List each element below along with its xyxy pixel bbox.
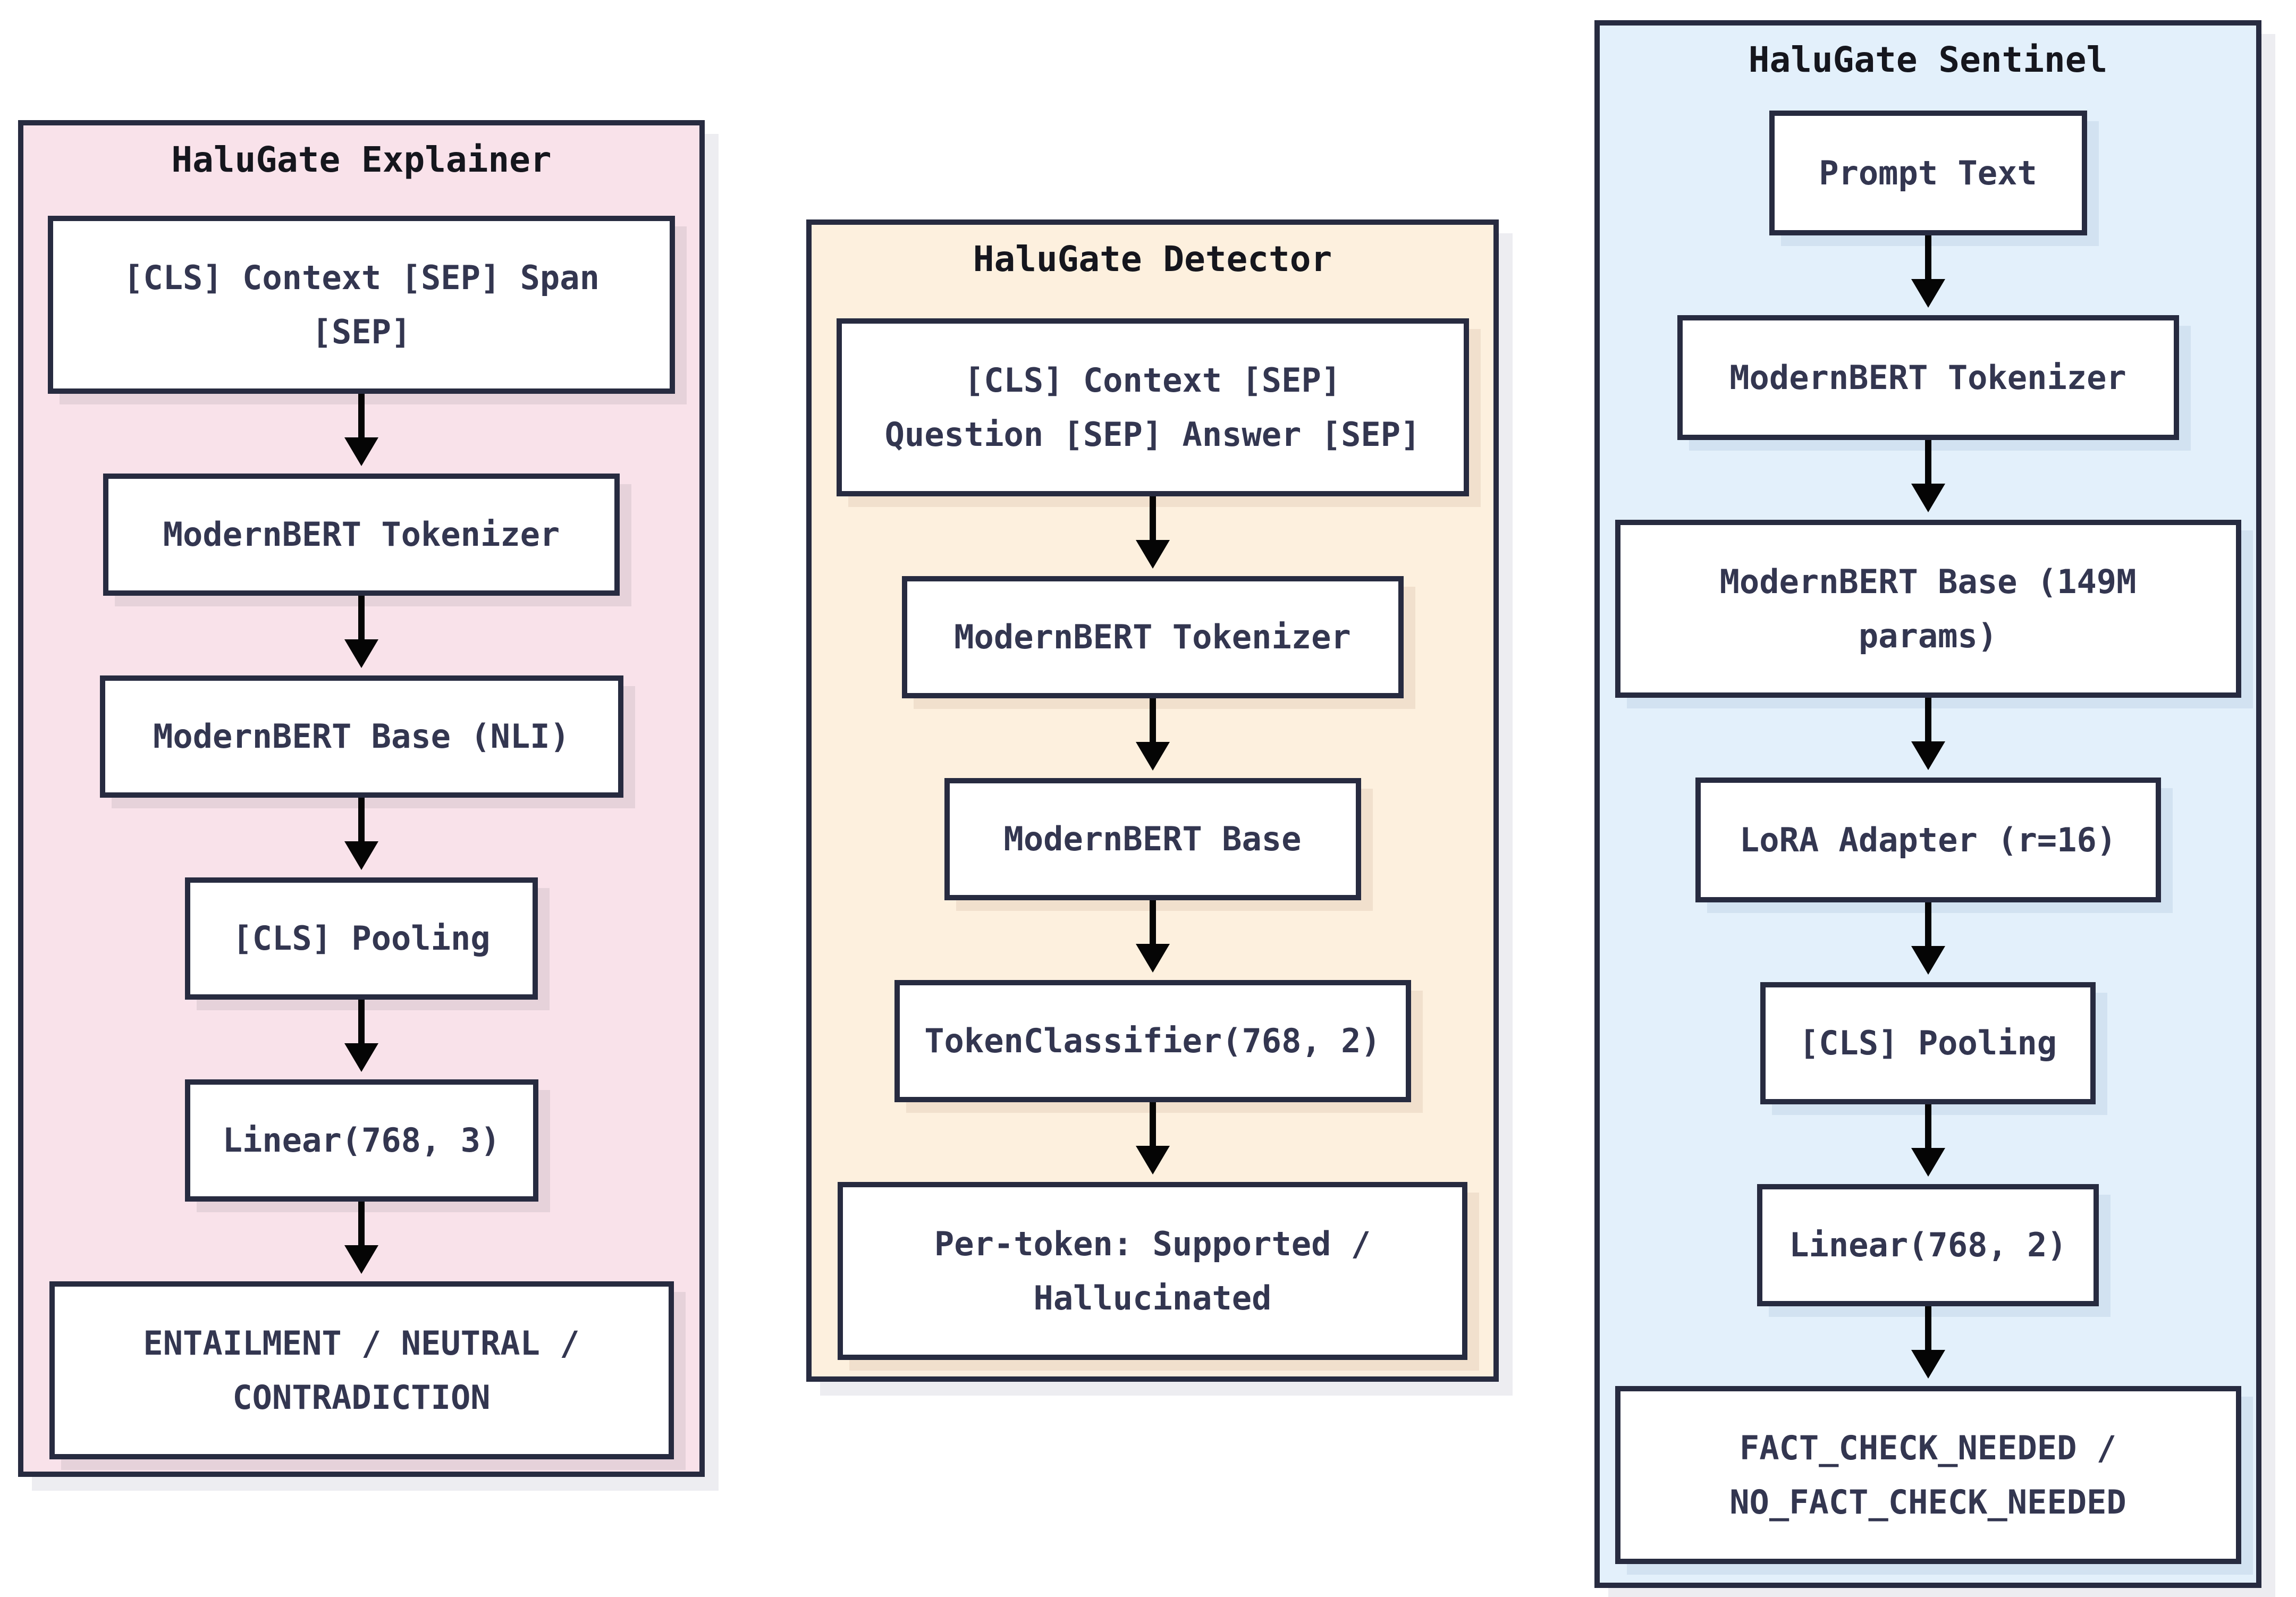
node-explainer-nli-base: ModernBERT Base (NLI) — [99, 675, 623, 798]
arrow-shaft — [1149, 1102, 1156, 1146]
panel-halugate-sentinel: HaluGate Sentinel Prompt Text ModernBERT… — [1594, 20, 2261, 1588]
arrow-shaft — [1149, 900, 1156, 944]
node-sentinel-prompt-text: Prompt Text — [1769, 111, 2087, 235]
arrow-shaft — [1924, 698, 1931, 741]
arrow-down-icon — [1911, 902, 1945, 982]
arrow-down-icon — [344, 1000, 378, 1079]
panel-halugate-detector: HaluGate Detector [CLS] Context [SEP] Qu… — [806, 219, 1499, 1382]
arrow-head — [1911, 741, 1945, 770]
arrow-down-icon — [1135, 496, 1170, 576]
flow-explainer: [CLS] Context [SEP] Span [SEP] ModernBER… — [23, 216, 699, 1459]
node-explainer-output-labels: ENTAILMENT / NEUTRAL / CONTRADICTION — [49, 1281, 674, 1459]
node-sentinel-base: ModernBERT Base (149M params) — [1615, 520, 2241, 698]
node-sentinel-tokenizer: ModernBERT Tokenizer — [1677, 315, 2179, 440]
flow-sentinel: Prompt Text ModernBERT Tokenizer ModernB… — [1600, 111, 2256, 1564]
arrow-shaft — [1924, 235, 1931, 279]
node-explainer-linear: Linear(768, 3) — [184, 1079, 538, 1202]
arrow-head — [344, 437, 378, 466]
node-sentinel-output-labels: FACT_CHECK_NEEDED / NO_FACT_CHECK_NEEDED — [1615, 1386, 2241, 1564]
arrow-shaft — [1924, 1104, 1931, 1148]
node-detector-token-classifier: TokenClassifier(768, 2) — [894, 980, 1411, 1102]
arrow-head — [1911, 946, 1945, 975]
arrow-head — [1911, 1148, 1945, 1177]
arrow-head — [1135, 540, 1170, 569]
arrow-head — [1135, 742, 1170, 771]
arrow-shaft — [1149, 496, 1156, 540]
arrow-down-icon — [1911, 440, 1945, 520]
arrow-head — [1135, 944, 1170, 973]
arrow-head — [1135, 1146, 1170, 1174]
arrow-down-icon — [1911, 698, 1945, 778]
arrow-down-icon — [1135, 1102, 1170, 1182]
panel-halugate-explainer: HaluGate Explainer [CLS] Context [SEP] S… — [18, 120, 705, 1477]
arrow-down-icon — [1135, 900, 1170, 980]
node-detector-base: ModernBERT Base — [944, 778, 1361, 900]
node-detector-input: [CLS] Context [SEP] Question [SEP] Answe… — [836, 318, 1469, 496]
arrow-shaft — [1924, 902, 1931, 946]
panel-title-sentinel: HaluGate Sentinel — [1748, 39, 2108, 80]
node-sentinel-lora-adapter: LoRA Adapter (r=16) — [1695, 778, 2161, 902]
arrow-head — [1911, 1350, 1945, 1379]
arrow-shaft — [358, 1202, 365, 1245]
arrow-shaft — [358, 394, 365, 437]
arrow-shaft — [1924, 440, 1931, 484]
arrow-down-icon — [1911, 1104, 1945, 1184]
flow-detector: [CLS] Context [SEP] Question [SEP] Answe… — [812, 318, 1493, 1360]
arrow-shaft — [358, 798, 365, 841]
arrow-head — [344, 1245, 378, 1274]
node-explainer-cls-pooling: [CLS] Pooling — [185, 877, 538, 1000]
arrow-down-icon — [344, 596, 378, 675]
arrow-shaft — [1924, 1306, 1931, 1350]
arrow-down-icon — [344, 798, 378, 877]
node-sentinel-cls-pooling: [CLS] Pooling — [1760, 982, 2096, 1104]
arrow-head — [1911, 279, 1945, 308]
panel-title-detector: HaluGate Detector — [973, 239, 1332, 280]
arrow-head — [1911, 484, 1945, 512]
arrow-head — [344, 841, 378, 870]
node-explainer-input: [CLS] Context [SEP] Span [SEP] — [48, 216, 675, 394]
arrow-down-icon — [1911, 1306, 1945, 1386]
arrow-shaft — [358, 596, 365, 639]
arrow-head — [344, 1043, 378, 1072]
arrow-down-icon — [344, 394, 378, 474]
node-sentinel-linear: Linear(768, 2) — [1757, 1184, 2099, 1306]
arrow-down-icon — [344, 1202, 378, 1281]
node-detector-tokenizer: ModernBERT Tokenizer — [901, 576, 1404, 698]
arrow-shaft — [358, 1000, 365, 1043]
arrow-shaft — [1149, 698, 1156, 742]
arrow-down-icon — [1911, 235, 1945, 315]
panel-title-explainer: HaluGate Explainer — [171, 139, 552, 180]
arrow-down-icon — [1135, 698, 1170, 778]
arrow-head — [344, 639, 378, 668]
node-detector-output-labels: Per-token: Supported / Hallucinated — [838, 1182, 1467, 1360]
node-explainer-tokenizer: ModernBERT Tokenizer — [103, 474, 620, 596]
